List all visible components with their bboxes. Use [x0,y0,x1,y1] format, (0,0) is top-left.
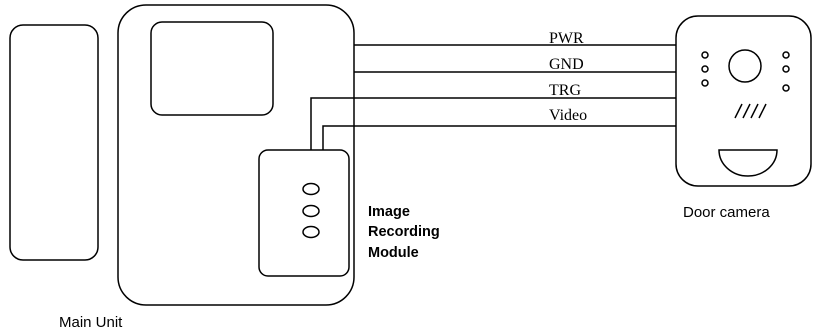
wire-label-pwr: PWR [549,30,584,47]
wire-label-gnd: GND [549,56,584,73]
ir-led-left-1 [701,51,709,59]
call-button [718,149,778,177]
ir-led-right-3 [782,84,790,92]
ir-led-left-2 [701,65,709,73]
module-label-line1: Image [368,204,410,220]
ir-led-right-1 [782,51,790,59]
image-recording-module [258,149,350,277]
main-unit-label: Main Unit [59,314,123,331]
door-camera-body [675,15,812,187]
speaker-grille [734,103,767,119]
module-label-line3: Module [368,245,419,261]
handset-panel [9,24,99,261]
module-indicator-3 [302,225,320,239]
door-camera-label: Door camera [683,204,770,221]
ir-led-left-3 [701,79,709,87]
module-indicator-1 [302,182,320,196]
ir-led-right-2 [782,65,790,73]
camera-lens [728,49,762,83]
module-indicator-2 [302,204,320,218]
wire-trg [310,97,676,150]
wire-label-video: Video [549,107,587,124]
main-unit-screen [150,21,274,116]
wire-label-trg: TRG [549,82,581,99]
module-label-line2: Recording [368,224,440,240]
wire-video [322,125,676,150]
main-unit-body [117,4,355,306]
